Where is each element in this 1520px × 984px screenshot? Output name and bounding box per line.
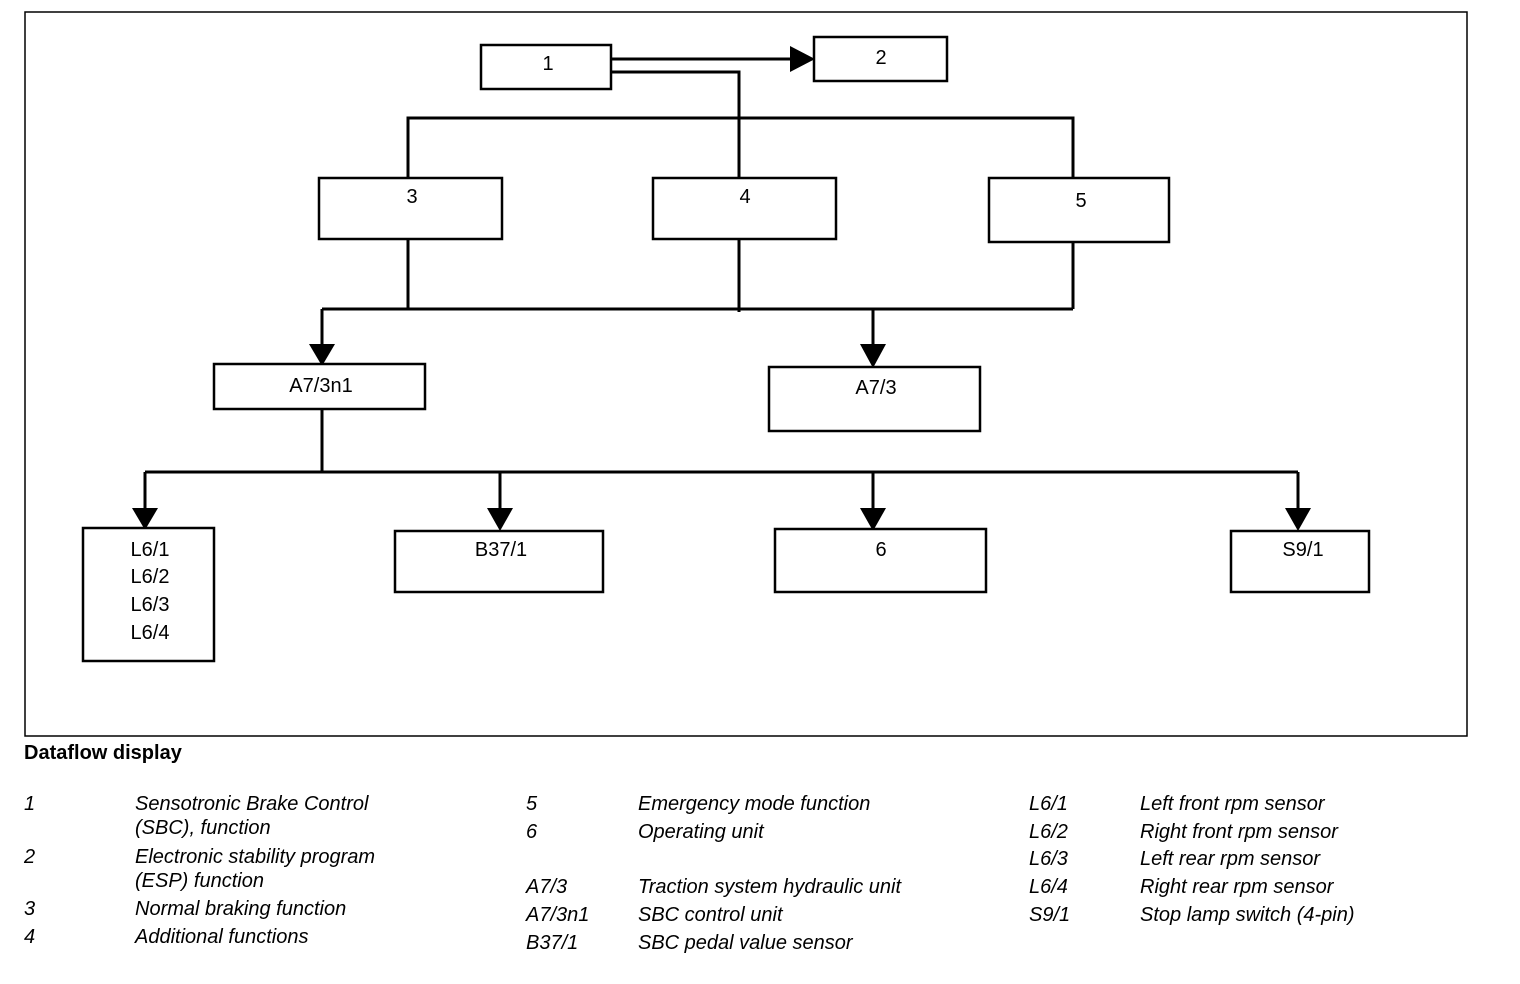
legend-key: 1 xyxy=(24,793,36,815)
legend-desc: Emergency mode function xyxy=(638,793,871,815)
legend-key: A7/3 xyxy=(526,876,568,898)
legend-desc: Traction system hydraulic unit xyxy=(638,876,902,898)
node-l6-label-2: L6/2 xyxy=(131,566,170,588)
node-3-label: 3 xyxy=(406,186,417,208)
legend-key: 4 xyxy=(24,926,36,948)
node-3: 3 xyxy=(317,176,504,241)
diagram-caption: Dataflow display xyxy=(24,742,182,764)
legend-key: L6/4 xyxy=(1029,876,1068,898)
node-5: 5 xyxy=(987,176,1171,244)
legend-desc: (SBC), function xyxy=(135,817,271,839)
connectors xyxy=(132,46,1311,531)
arrow-to-b371 xyxy=(487,508,513,531)
legend-key: 5 xyxy=(526,793,538,815)
node-b371: B37/1 xyxy=(393,529,605,594)
legend-key: L6/1 xyxy=(1029,793,1068,815)
legend-key: B37/1 xyxy=(526,932,579,954)
legend-desc: (ESP) function xyxy=(135,870,264,892)
legend-desc: Left rear rpm sensor xyxy=(1140,848,1321,870)
arrow-to-node-2 xyxy=(790,46,815,72)
node-b371-label: B37/1 xyxy=(475,539,527,561)
node-6-label: 6 xyxy=(875,539,886,561)
node-a73n1-label: A7/3n1 xyxy=(289,375,352,397)
node-4: 4 xyxy=(651,176,838,241)
legend-key: 6 xyxy=(526,821,538,843)
node-l6-label-4: L6/4 xyxy=(131,622,170,644)
legend-desc: Electronic stability program xyxy=(135,846,376,868)
legend-key: L6/3 xyxy=(1029,848,1068,870)
arrow-to-a73 xyxy=(860,344,886,368)
legend-desc: Stop lamp switch (4-pin) xyxy=(1140,904,1355,926)
legend-desc: Right front rpm sensor xyxy=(1140,821,1338,843)
legend-key: 3 xyxy=(24,898,36,920)
node-1: 1 xyxy=(479,43,613,91)
legend-desc: Right rear rpm sensor xyxy=(1140,876,1334,898)
legend-desc: Left front rpm sensor xyxy=(1140,793,1325,815)
arrow-to-node-6 xyxy=(860,508,886,531)
node-4-label: 4 xyxy=(739,186,750,208)
node-2: 2 xyxy=(812,35,949,83)
node-a73-label: A7/3 xyxy=(855,377,896,399)
legend-desc: SBC pedal value sensor xyxy=(638,932,853,954)
arrow-to-a73n1 xyxy=(309,344,335,366)
legend-desc: Operating unit xyxy=(638,821,764,843)
node-l6-label-1: L6/1 xyxy=(131,539,170,561)
legend-key: A7/3n1 xyxy=(526,904,590,926)
legend-key: S9/1 xyxy=(1029,904,1071,926)
node-l6-label-3: L6/3 xyxy=(131,594,170,616)
node-l6: L6/1 L6/2 L6/3 L6/4 xyxy=(81,526,216,663)
node-2-label: 2 xyxy=(875,47,886,69)
legend-desc: Normal braking function xyxy=(135,898,347,920)
node-s91: S9/1 xyxy=(1229,529,1371,594)
node-6: 6 xyxy=(773,527,988,594)
node-s91-label: S9/1 xyxy=(1282,539,1323,561)
legend-desc: Sensotronic Brake Control xyxy=(135,793,369,815)
node-a73n1: A7/3n1 xyxy=(212,362,427,411)
node-1-label: 1 xyxy=(542,53,553,75)
legend-key: 2 xyxy=(24,846,36,868)
legend-desc: SBC control unit xyxy=(638,904,783,926)
arrow-to-l6 xyxy=(132,508,158,530)
legend-key: L6/2 xyxy=(1029,821,1068,843)
node-a73: A7/3 xyxy=(767,365,982,433)
legend-desc: Additional functions xyxy=(135,926,309,948)
node-5-label: 5 xyxy=(1075,190,1086,212)
arrow-to-s91 xyxy=(1285,508,1311,531)
diagram-frame xyxy=(24,11,1468,737)
